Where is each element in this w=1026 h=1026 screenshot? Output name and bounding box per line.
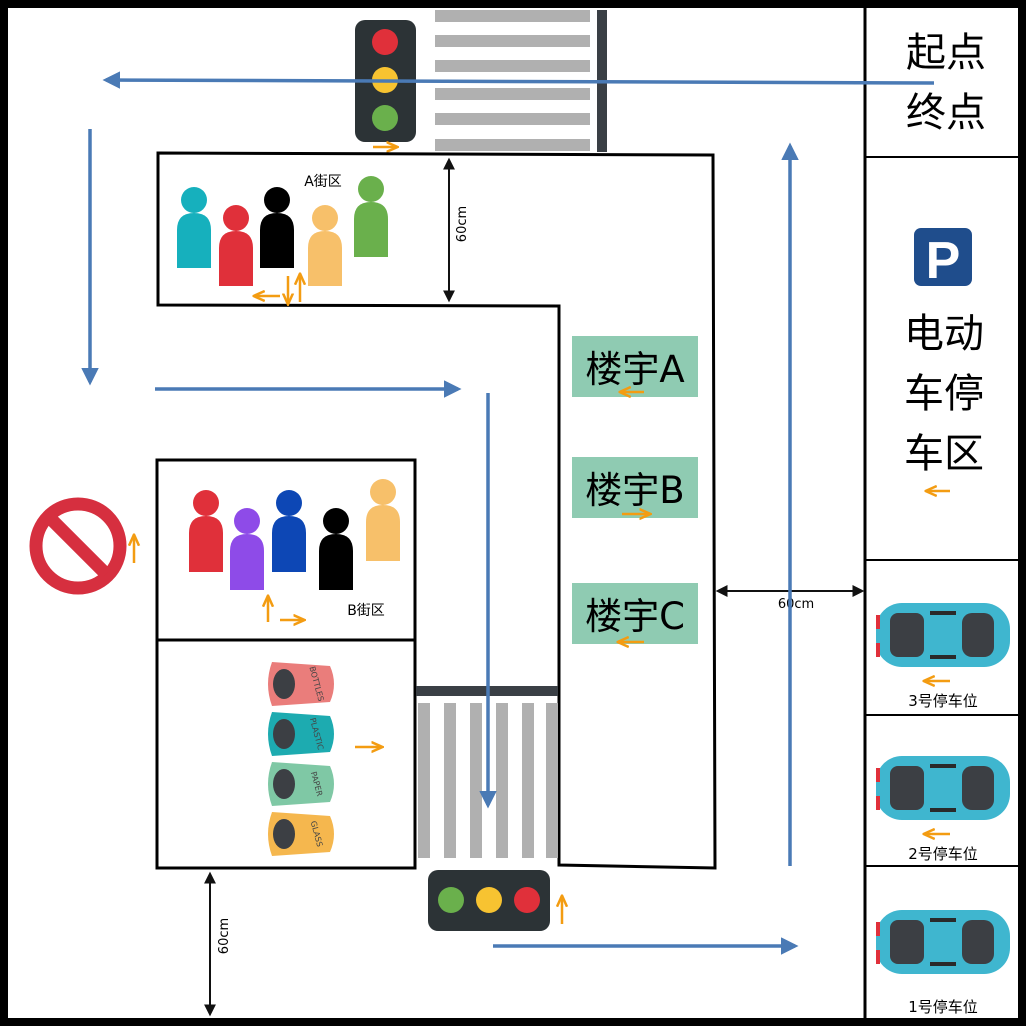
parking-sign-letter: P xyxy=(926,232,961,290)
trash-bin-bottles: BOTTLES xyxy=(268,662,334,706)
district-b-arrows xyxy=(268,598,302,622)
right-panel xyxy=(863,4,1022,1022)
people-group-a xyxy=(177,176,388,286)
district-a-arrows xyxy=(256,276,300,302)
person-icon xyxy=(272,490,306,572)
dimension-label-a: 60cm xyxy=(455,206,470,242)
person-icon xyxy=(219,205,253,286)
route xyxy=(81,71,935,955)
person-icon xyxy=(308,205,342,286)
parking-spot-3[interactable]: 3号停车位 xyxy=(876,603,1010,710)
dimension-label-horizontal: 60cm xyxy=(778,597,814,612)
district-b-label: B街区 xyxy=(347,603,385,619)
person-icon xyxy=(177,187,211,268)
parking-area-line-1: 电动 xyxy=(904,311,984,357)
parking-spot-2[interactable]: 2号停车位 xyxy=(876,756,1010,863)
end-label: 终点 xyxy=(906,90,986,136)
parking-spot-1[interactable]: 1号停车位 xyxy=(876,910,1010,1016)
person-icon xyxy=(230,508,264,590)
trash-bin-paper: PAPER xyxy=(268,762,334,806)
route-segment xyxy=(102,71,935,89)
parking-spot-1-label: 1号停车位 xyxy=(908,998,978,1016)
building-a-label: 楼宇A xyxy=(585,348,684,391)
parking-spot-3-label: 3号停车位 xyxy=(908,692,978,710)
parking-area-line-3: 车区 xyxy=(904,431,984,477)
traffic-light-bottom xyxy=(428,870,550,931)
building-b[interactable]: 楼宇B xyxy=(572,457,698,518)
person-icon xyxy=(260,187,294,268)
car-icon xyxy=(876,603,1010,667)
district-a-label: A街区 xyxy=(304,174,342,190)
people-group-b xyxy=(189,479,400,590)
building-a[interactable]: 楼宇A xyxy=(572,336,698,397)
trash-bin-glass: GLASS xyxy=(268,812,334,856)
building-c-label: 楼宇C xyxy=(585,595,685,638)
person-icon xyxy=(189,490,223,572)
parking-area-line-2: 车停 xyxy=(904,371,984,417)
car-icon xyxy=(876,910,1010,974)
trash-bin-plastic: PLASTIC xyxy=(268,712,334,756)
building-b-label: 楼宇B xyxy=(585,469,684,512)
building-c[interactable]: 楼宇C xyxy=(572,583,698,644)
no-entry-icon xyxy=(29,497,127,595)
district-a[interactable] xyxy=(156,151,717,870)
start-label: 起点 xyxy=(906,30,986,76)
person-icon xyxy=(366,479,400,561)
person-icon xyxy=(354,176,388,257)
dimension-label-bottom: 60cm xyxy=(217,918,232,954)
car-icon xyxy=(876,756,1010,820)
parking-spot-2-label: 2号停车位 xyxy=(908,845,978,863)
parking-icon: P xyxy=(914,228,972,290)
person-icon xyxy=(319,508,353,590)
